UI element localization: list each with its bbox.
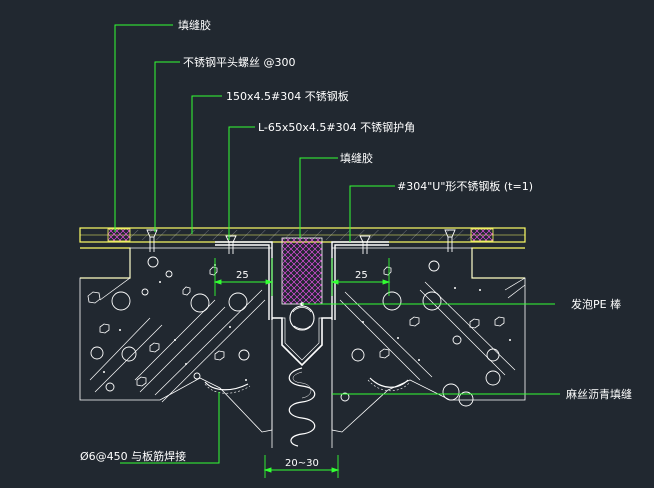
label-u-plate: #304"U"形不锈钢板 (t=1) <box>397 179 533 193</box>
label-pe-rod: 发泡PE 棒 <box>571 297 621 311</box>
asphalt-hemp-filler <box>271 340 333 448</box>
label-cover-plate: 150x4.5#304 不锈钢板 <box>226 89 349 103</box>
label-angle-guard: L-65x50x4.5#304 不锈钢护角 <box>258 120 415 134</box>
dim-gap: 20~30 <box>285 458 319 469</box>
dimension-lines <box>213 258 391 478</box>
label-rebar: Ø6@450 与板筋焊接 <box>80 449 186 463</box>
label-screw: 不锈钢平头螺丝 @300 <box>183 56 296 69</box>
joint-gap-fill <box>272 237 332 367</box>
dim-left-25: 25 <box>236 270 249 281</box>
leader-lines <box>114 24 560 464</box>
label-asphalt-filler: 麻丝沥青填缝 <box>566 387 632 401</box>
label-sealant-mid: 填缝胶 <box>340 151 373 165</box>
dim-right-25: 25 <box>355 270 368 281</box>
label-sealant-top: 填缝胶 <box>178 18 211 32</box>
